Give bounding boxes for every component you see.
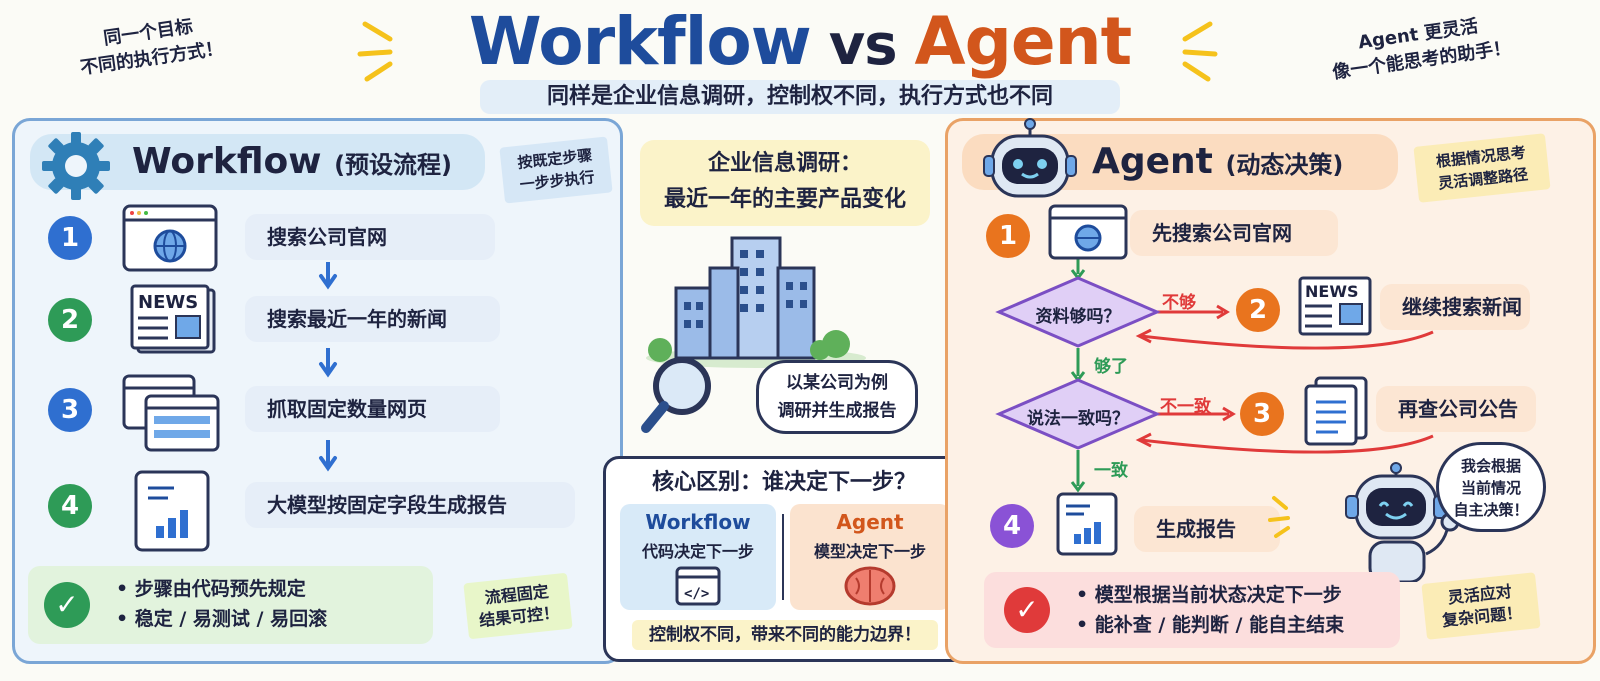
- webpages-icon: [122, 374, 220, 452]
- code-window-icon: </>: [675, 566, 721, 606]
- workflow-benefit-1: • 步骤由代码预先规定: [116, 578, 306, 600]
- sparkle-small-icon: [1268, 496, 1290, 538]
- svg-text:NEWS: NEWS: [138, 292, 198, 313]
- robot-bubble-line3: 自主决策！: [1453, 501, 1529, 519]
- workflow-step-4-number: 4: [48, 484, 92, 528]
- check-icon: ✓: [44, 582, 90, 628]
- svg-text:NEWS: NEWS: [1305, 282, 1359, 301]
- workflow-arrow-3: [319, 440, 337, 472]
- core-workflow-card: Workflow 代码决定下一步 </>: [620, 504, 776, 610]
- agent-benefit-2: • 能补查 / 能判断 / 能自主结束: [1076, 614, 1345, 636]
- agent-news-icon: NEWS: [1298, 276, 1372, 336]
- browser-globe-icon: [122, 204, 218, 272]
- workflow-step-1-number: 1: [48, 216, 92, 260]
- agent-step-3-number: 3: [1240, 392, 1284, 436]
- core-agent-card: Agent 模型决定下一步: [790, 504, 950, 610]
- company-building-icon: [646, 236, 866, 368]
- agent-step-1-label: 先搜索公司官网: [1130, 210, 1338, 256]
- agent-step-2-label: 继续搜索新闻: [1380, 284, 1530, 330]
- workflow-step-2-label: 搜索最近一年的新闻: [245, 296, 500, 342]
- workflow-arrow-1: [319, 262, 337, 290]
- agent-flow-connectors: [995, 258, 1434, 493]
- agent-q2-no-label: 不一致: [1160, 397, 1211, 417]
- workflow-heading-text: Workflow: [132, 141, 322, 182]
- svg-text:</>: </>: [684, 586, 709, 602]
- robot-speech-bubble: 我会根据 当前情况 自主决策！: [1436, 442, 1546, 532]
- workflow-sticky-top: 按既定步骤 一步步执行: [499, 136, 613, 204]
- workflow-step-4-label: 大模型按固定字段生成报告: [245, 482, 575, 528]
- workflow-step-3-number: 3: [48, 388, 92, 432]
- title-vs: vs: [828, 13, 898, 78]
- agent-question-1: 资料够吗？: [1035, 307, 1121, 327]
- bubble-line1: 以某公司为例: [786, 373, 888, 393]
- agent-step-1-number: 1: [986, 214, 1030, 258]
- magnifier-icon: [641, 357, 711, 433]
- workflow-benefit-2: • 稳定 / 易测试 / 易回滚: [116, 608, 328, 630]
- task-title: 企业信息调研： 最近一年的主要产品变化: [640, 140, 930, 226]
- page-subtitle: 同样是企业信息调研，控制权不同，执行方式也不同: [480, 80, 1120, 114]
- news-icon: NEWS: [130, 284, 216, 354]
- workflow-step-3-label: 抓取固定数量网页: [245, 386, 500, 432]
- workflow-step-1-label: 搜索公司官网: [245, 214, 495, 260]
- task-title-line2: 最近一年的主要产品变化: [663, 187, 906, 212]
- core-workflow-desc: 代码决定下一步: [641, 542, 754, 561]
- workflow-sticky-bottom: 流程固定 结果可控！: [463, 572, 573, 640]
- agent-step-3-label: 再查公司公告: [1376, 386, 1536, 432]
- task-title-line1: 企业信息调研：: [707, 151, 862, 176]
- robot-icon: [983, 118, 1077, 198]
- core-divider: [782, 514, 784, 600]
- announcement-docs-icon: [1304, 376, 1368, 446]
- sparkle-left-icon: [357, 21, 393, 82]
- report-chart-icon: [134, 470, 210, 552]
- core-agent-label: Agent: [836, 510, 904, 534]
- workflow-benefits: ✓ • 步骤由代码预先规定 • 稳定 / 易测试 / 易回滚: [28, 566, 433, 644]
- workflow-step-2-number: 2: [48, 298, 92, 342]
- workflow-heading: Workflow (预设流程): [132, 134, 452, 193]
- core-agent-desc: 模型决定下一步: [813, 542, 926, 561]
- speech-bubble-example: 以某公司为例 调研并生成报告: [756, 360, 918, 434]
- core-workflow-label: Workflow: [645, 510, 751, 534]
- agent-question-2: 说法一致吗？: [1027, 409, 1129, 429]
- agent-step-2-number: 2: [1236, 288, 1280, 332]
- agent-benefits: ✓ • 模型根据当前状态决定下一步 • 能补查 / 能判断 / 能自主结束: [984, 572, 1400, 648]
- robot-bubble-line1: 我会根据: [1460, 457, 1521, 475]
- workflow-arrow-2: [319, 348, 337, 378]
- note-left: 同一个目标 不同的执行方式！: [37, 5, 262, 87]
- gear-icon: [42, 132, 110, 200]
- agent-sticky-bottom: 灵活应对 复杂问题！: [1421, 572, 1541, 640]
- agent-step-4-number: 4: [990, 504, 1034, 548]
- agent-browser-globe-icon: [1048, 204, 1128, 260]
- core-footer: 控制权不同，带来不同的能力边界！: [632, 620, 938, 650]
- sparkle-right-icon: [1182, 21, 1218, 82]
- robot-bubble-line2: 当前情况: [1460, 479, 1521, 497]
- agent-heading-sub: (动态决策): [1225, 151, 1344, 179]
- agent-q1-yes-label: 够了: [1094, 357, 1128, 377]
- agent-report-icon: [1056, 492, 1118, 556]
- note-right: Agent 更灵活 像一个能思考的助手！: [1288, 4, 1553, 92]
- agent-q1-no-label: 不够: [1162, 293, 1196, 313]
- agent-heading: Agent (动态决策): [1092, 134, 1343, 193]
- workflow-heading-sub: (预设流程): [334, 151, 453, 179]
- core-title: 核心区别：谁决定下一步？: [651, 470, 916, 495]
- title-agent: Agent: [914, 3, 1133, 80]
- agent-check-icon: ✓: [1004, 587, 1050, 633]
- agent-benefit-1: • 模型根据当前状态决定下一步: [1076, 584, 1342, 606]
- bubble-line2: 调研并生成报告: [777, 401, 897, 421]
- agent-heading-text: Agent: [1092, 141, 1213, 182]
- agent-q2-yes-label: 一致: [1094, 461, 1128, 481]
- agent-step-4-label: 生成报告: [1134, 506, 1280, 552]
- title-workflow: Workflow: [468, 3, 812, 80]
- brain-icon: [844, 566, 896, 606]
